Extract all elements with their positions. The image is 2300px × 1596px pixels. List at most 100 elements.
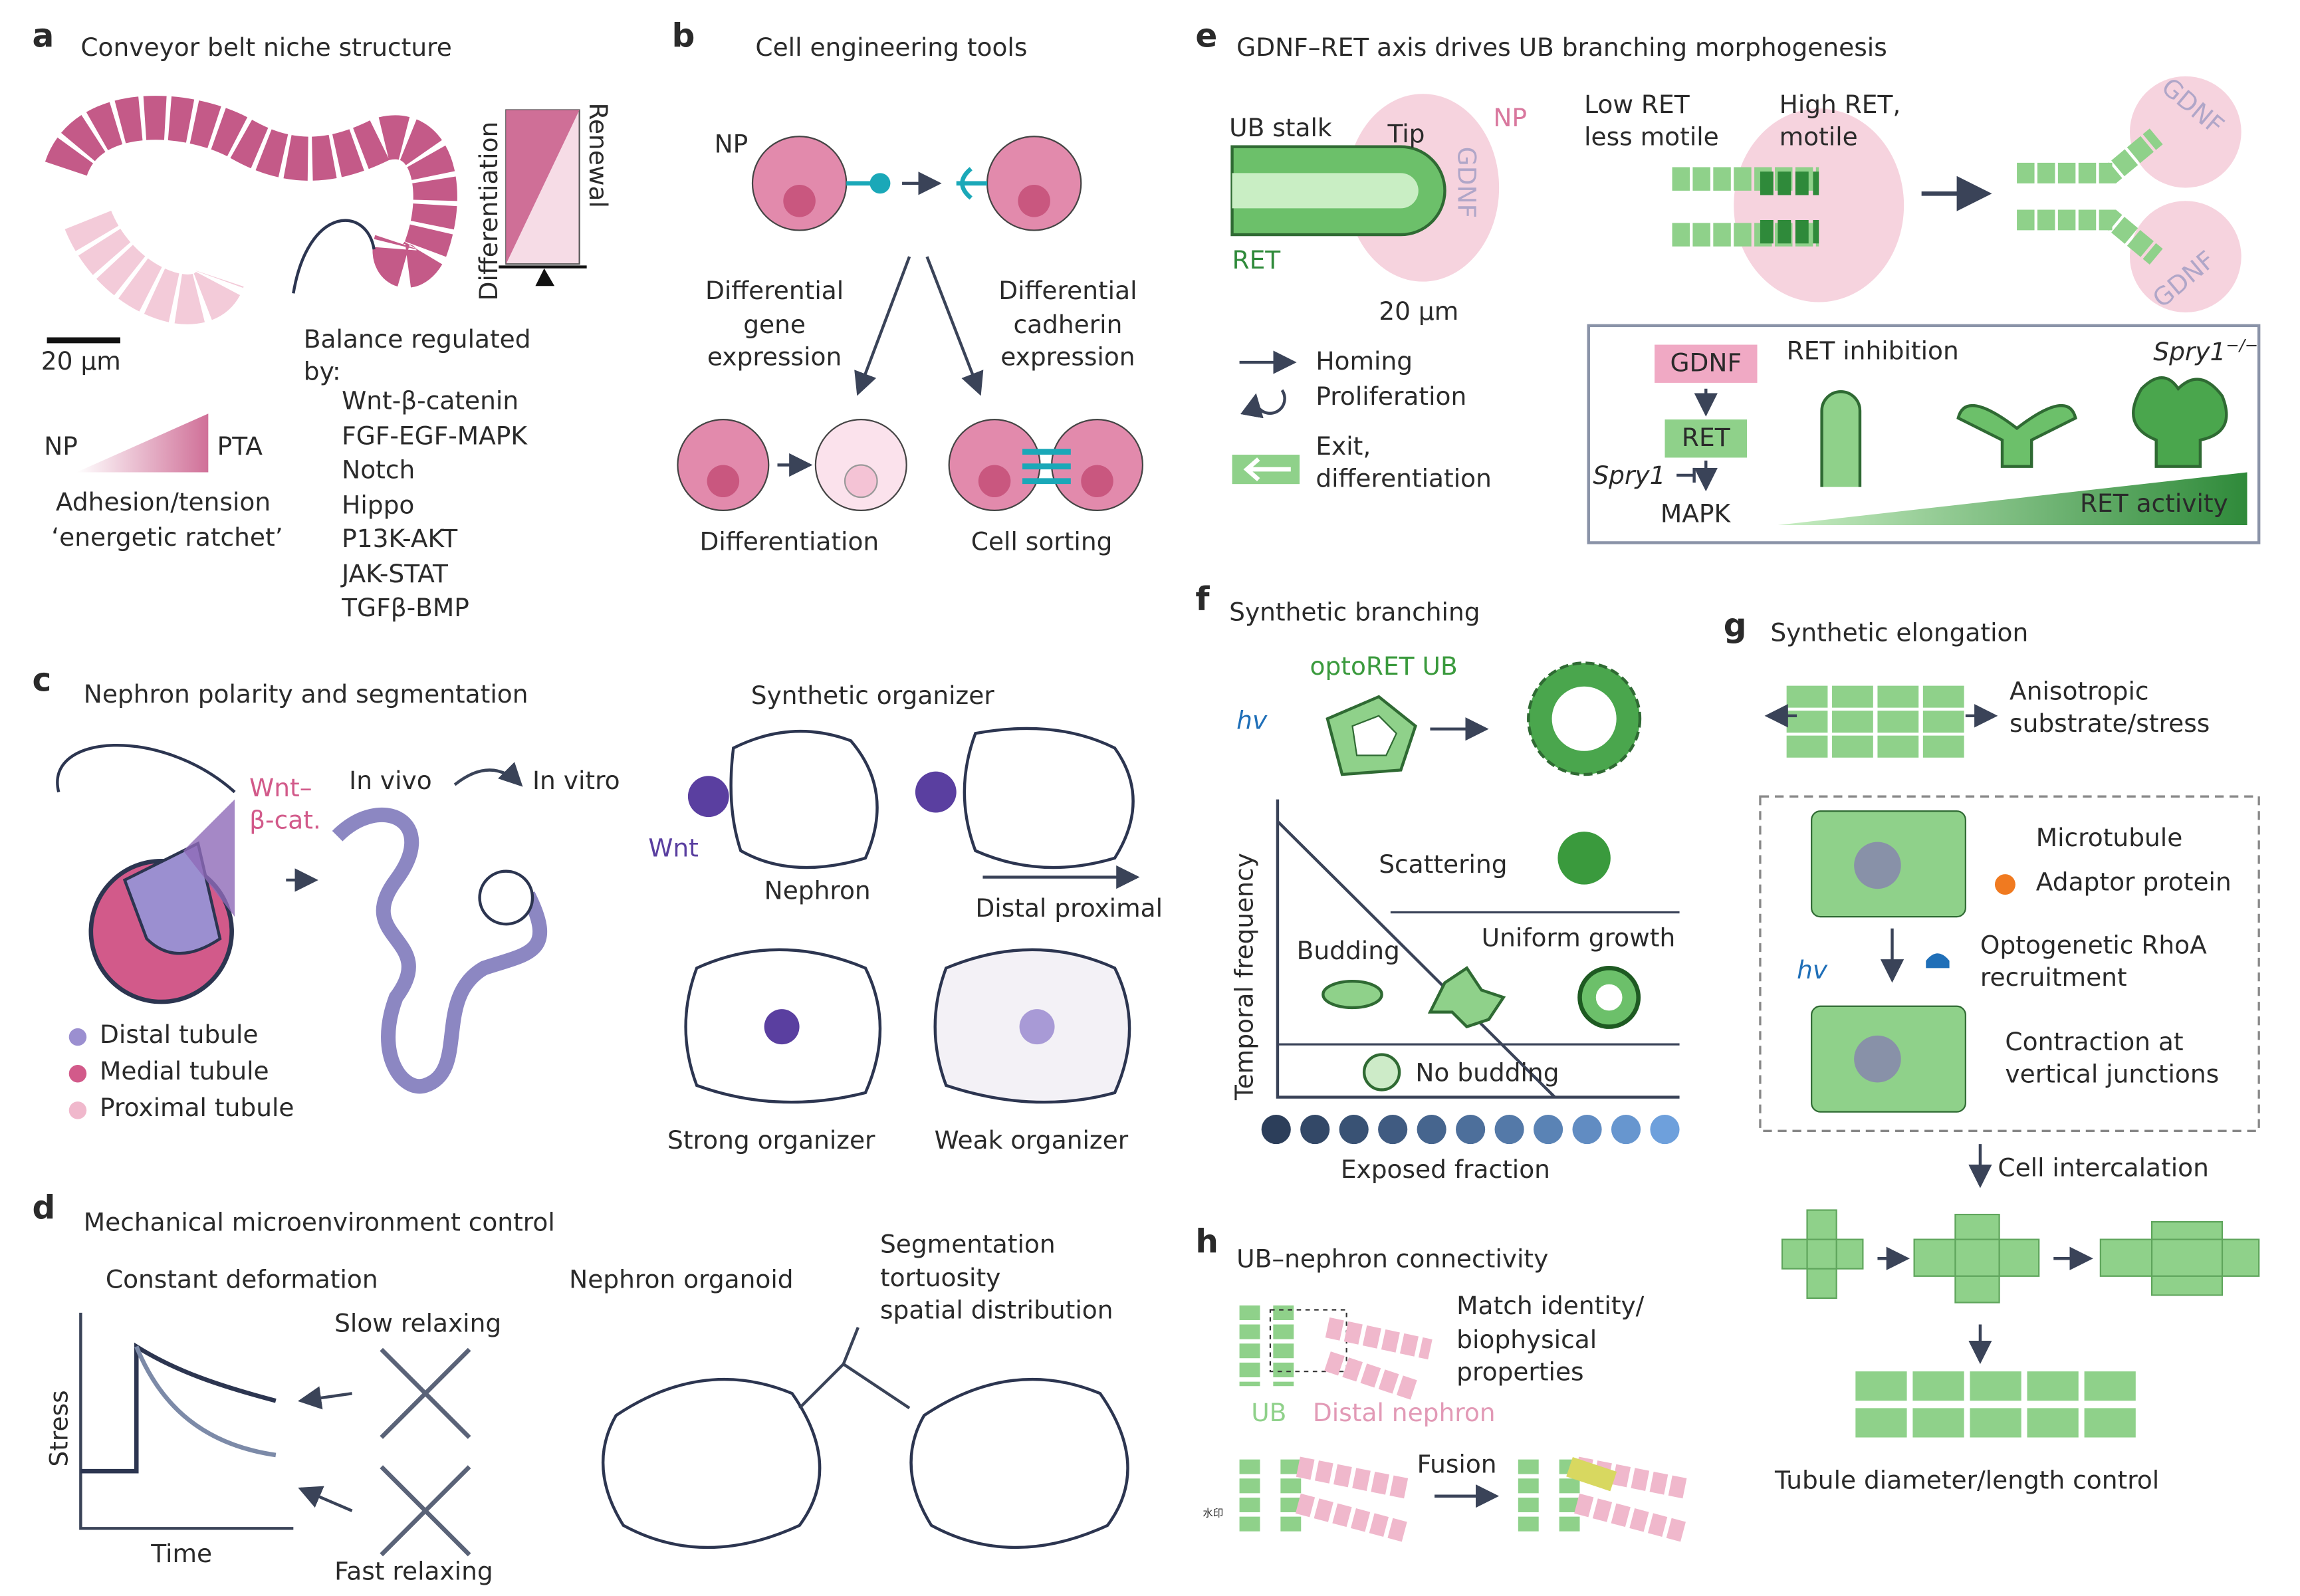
superscript: −/−: [2226, 336, 2259, 355]
in-vitro-label: In vitro: [532, 767, 620, 797]
budding-label: Budding: [1296, 937, 1400, 967]
pathway: Notch: [342, 456, 415, 486]
ret-chip: RET: [1665, 419, 1748, 458]
ratchet-label: ‘energetic ratchet’: [51, 523, 283, 553]
pathway: FGF-EGF-MAPK: [342, 421, 528, 451]
text: properties: [1456, 1358, 1584, 1388]
text: Contraction at: [2005, 1028, 2184, 1058]
legend-medial: Medial tubule: [100, 1057, 269, 1087]
scale-label: 20 µm: [41, 347, 121, 378]
panel-g-title: Synthetic elongation: [1770, 619, 2029, 649]
control-label: Tubule diameter/length control: [1774, 1466, 2160, 1496]
pta-label: PTA: [217, 432, 263, 463]
pathway: Hippo: [342, 491, 415, 520]
panel-letter-d: d: [32, 1191, 56, 1228]
scale-label: 20 µm: [1379, 297, 1459, 328]
fusion-label: Fusion: [1417, 1450, 1497, 1480]
scattering-label: Scattering: [1379, 850, 1508, 880]
exposed-fraction-dot: [1378, 1115, 1408, 1145]
panel-letter-f: f: [1195, 582, 1210, 620]
distal-proximal-label: Distal proximal: [975, 895, 1163, 925]
pathway: TGFβ-BMP: [342, 594, 469, 624]
differentiation-label: Differentiation: [475, 121, 505, 301]
pathway-list: Wnt-β-catenin FGF-EGF-MAPK Notch Hippo P…: [342, 386, 527, 627]
y-axis-label: Temporal frequency: [1230, 853, 1260, 1100]
time-label: Time: [151, 1539, 213, 1570]
text: less motile: [1584, 123, 1719, 153]
panel-b-title: Cell engineering tools: [755, 33, 1028, 63]
intercalation-label: Cell intercalation: [1998, 1154, 2209, 1184]
organoid-label: Nephron organoid: [569, 1266, 794, 1296]
exposed-fraction-dot: [1494, 1115, 1524, 1145]
exposed-fraction-dot: [1339, 1115, 1369, 1145]
ret-inhibition-label: RET inhibition: [1786, 337, 1959, 367]
panel-letter-h: h: [1195, 1224, 1218, 1262]
legend-exit: Exit,differentiation: [1316, 431, 1492, 496]
legend-proximal: Proximal tubule: [100, 1094, 294, 1124]
cell-sorting-label: Cell sorting: [971, 528, 1113, 558]
text: Exit,: [1316, 432, 1371, 463]
legend-homing: Homing: [1316, 347, 1413, 378]
mapk-label: MAPK: [1660, 500, 1731, 530]
wnt-label: Wnt: [648, 834, 699, 864]
pathway: P13K-AKT: [342, 524, 458, 555]
ret-label: RET: [1232, 246, 1281, 276]
text: Segmentation: [879, 1230, 1056, 1260]
text: recruitment: [1980, 963, 2127, 993]
exposed-fraction-dot: [1417, 1115, 1446, 1145]
optoret-label: optoRET UB: [1310, 652, 1458, 683]
text: substrate/stress: [2010, 709, 2210, 740]
text: Wnt–: [249, 774, 312, 804]
distal-nephron-label: Distal nephron: [1312, 1399, 1496, 1429]
microtubule-label: Microtubule: [2035, 824, 2183, 854]
exposed-fraction-dot: [1300, 1115, 1330, 1145]
tip-label: Tip: [1387, 120, 1425, 150]
ub-label: UB: [1251, 1399, 1287, 1429]
gdnf-chip: GDNF: [1655, 344, 1758, 383]
spry1-label: Spry1: [1593, 462, 1666, 492]
text: expression: [1000, 343, 1135, 373]
text: tortuosity: [879, 1263, 1001, 1294]
panel-f-title: Synthetic branching: [1229, 598, 1480, 628]
uniform-growth-label: Uniform growth: [1481, 924, 1676, 954]
text: expression: [707, 343, 842, 373]
exposed-fraction-dot: [1572, 1115, 1602, 1145]
text: β-cat.: [249, 806, 321, 836]
niche-cells: [45, 96, 457, 324]
text: differentiation: [1316, 465, 1492, 495]
no-budding-label: No budding: [1415, 1059, 1559, 1089]
balance-title: Balance regulated: [303, 325, 531, 355]
exposed-fraction-dot: [1650, 1115, 1680, 1145]
watermark: 水印: [1203, 1508, 1224, 1520]
panel-h-title: UB–nephron connectivity: [1236, 1245, 1549, 1275]
constant-deformation-label: Constant deformation: [105, 1266, 378, 1296]
organizer-title: Synthetic organizer: [750, 682, 994, 712]
text: Spry1: [2153, 338, 2226, 368]
np-label: NP: [1493, 104, 1528, 134]
np-label: NP: [714, 130, 748, 160]
panel-letter-c: c: [32, 663, 52, 700]
text: motile: [1779, 123, 1858, 153]
text: Low RET: [1584, 90, 1690, 120]
text: gene: [743, 310, 806, 340]
text: Match identity/: [1456, 1292, 1645, 1322]
text: cadherin: [1013, 310, 1123, 340]
text: Differential: [998, 277, 1137, 307]
np-label: NP: [44, 432, 78, 463]
renewal-label: Renewal: [582, 102, 612, 208]
wnt-bcat-label: Wnt–β-cat.: [249, 773, 321, 838]
panel-letter-g: g: [1723, 608, 1747, 645]
exposed-fraction-dot: [1261, 1115, 1291, 1145]
text: spatial distribution: [879, 1296, 1113, 1326]
hv-label: hv: [1236, 707, 1268, 737]
spry1-ko-label: Spry1−/−: [2153, 336, 2258, 369]
text: High RET,: [1779, 90, 1901, 120]
np-pta-gradient: [76, 413, 209, 473]
